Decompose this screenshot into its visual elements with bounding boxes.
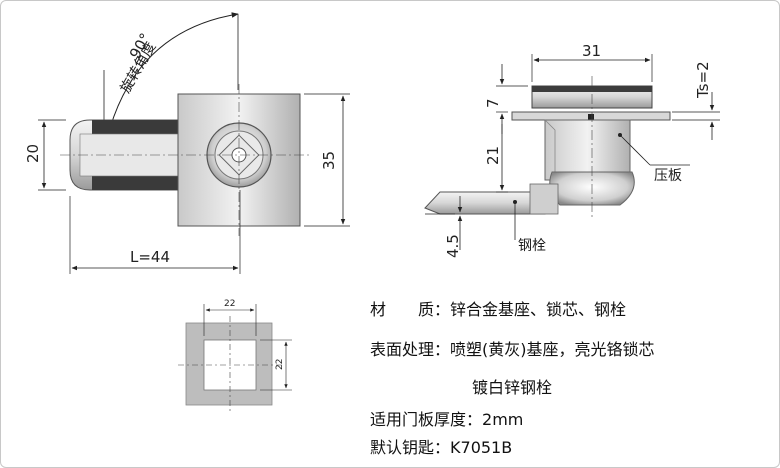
side-housing	[544, 119, 631, 181]
steel-bolt	[424, 191, 546, 215]
spec-surface-label: 表面处理：	[370, 340, 451, 359]
length-dim-text: L=44	[130, 248, 170, 266]
spec-material-value: 锌合金基座、锁芯、钢栓	[450, 300, 627, 319]
spec-surface-cont: 镀白锌钢栓	[472, 374, 552, 398]
mid-dim-text: 21	[484, 146, 502, 165]
top-dim-text: 7	[484, 98, 502, 108]
spec-material: 材 质：锌合金基座、锁芯、钢栓	[370, 296, 626, 320]
plate-thickness-dim-text: Ts=2	[694, 61, 712, 99]
body-height-dim-text: 35	[320, 151, 338, 170]
left-view: 90° 旋转角度 20 35 L=44	[24, 12, 350, 274]
spec-default-key-label: 默认钥匙：	[370, 438, 451, 457]
spec-default-key-value: K7051B	[450, 438, 513, 457]
bolt-dark-strip-top	[92, 120, 180, 134]
spec-door-thickness-value: 2mm	[482, 410, 524, 429]
spec-door-thickness: 适用门板厚度：2mm	[370, 406, 523, 430]
spec-surface-cont-value: 镀白锌钢栓	[472, 378, 553, 397]
bolt-dim-text: 4.5	[444, 234, 462, 258]
spec-material-label: 材 质：	[370, 300, 451, 319]
cutout-width-dim-text: 22	[224, 299, 235, 309]
side-view: 31 7 21 4.5 Ts=2 压板 钢栓	[424, 42, 720, 258]
spec-default-key: 默认钥匙：K7051B	[370, 434, 512, 458]
spec-door-thickness-label: 适用门板厚度：	[370, 410, 483, 429]
cutout-height-dim-text: 22	[275, 359, 285, 370]
bolt-dark-strip-bottom	[92, 176, 180, 190]
cutout-view: 22 22	[178, 299, 292, 412]
width-dim-text: 31	[582, 42, 601, 60]
bolt-label-text: 钢栓	[518, 238, 546, 254]
height-dim-text: 20	[24, 144, 42, 163]
spec-surface: 表面处理：喷塑(黄灰)基座，亮光铬锁芯	[370, 336, 655, 360]
spec-surface-value: 喷塑(黄灰)基座，亮光铬锁芯	[450, 340, 655, 359]
plate-label-text: 压板	[654, 168, 682, 184]
rotation-arc	[109, 12, 239, 129]
